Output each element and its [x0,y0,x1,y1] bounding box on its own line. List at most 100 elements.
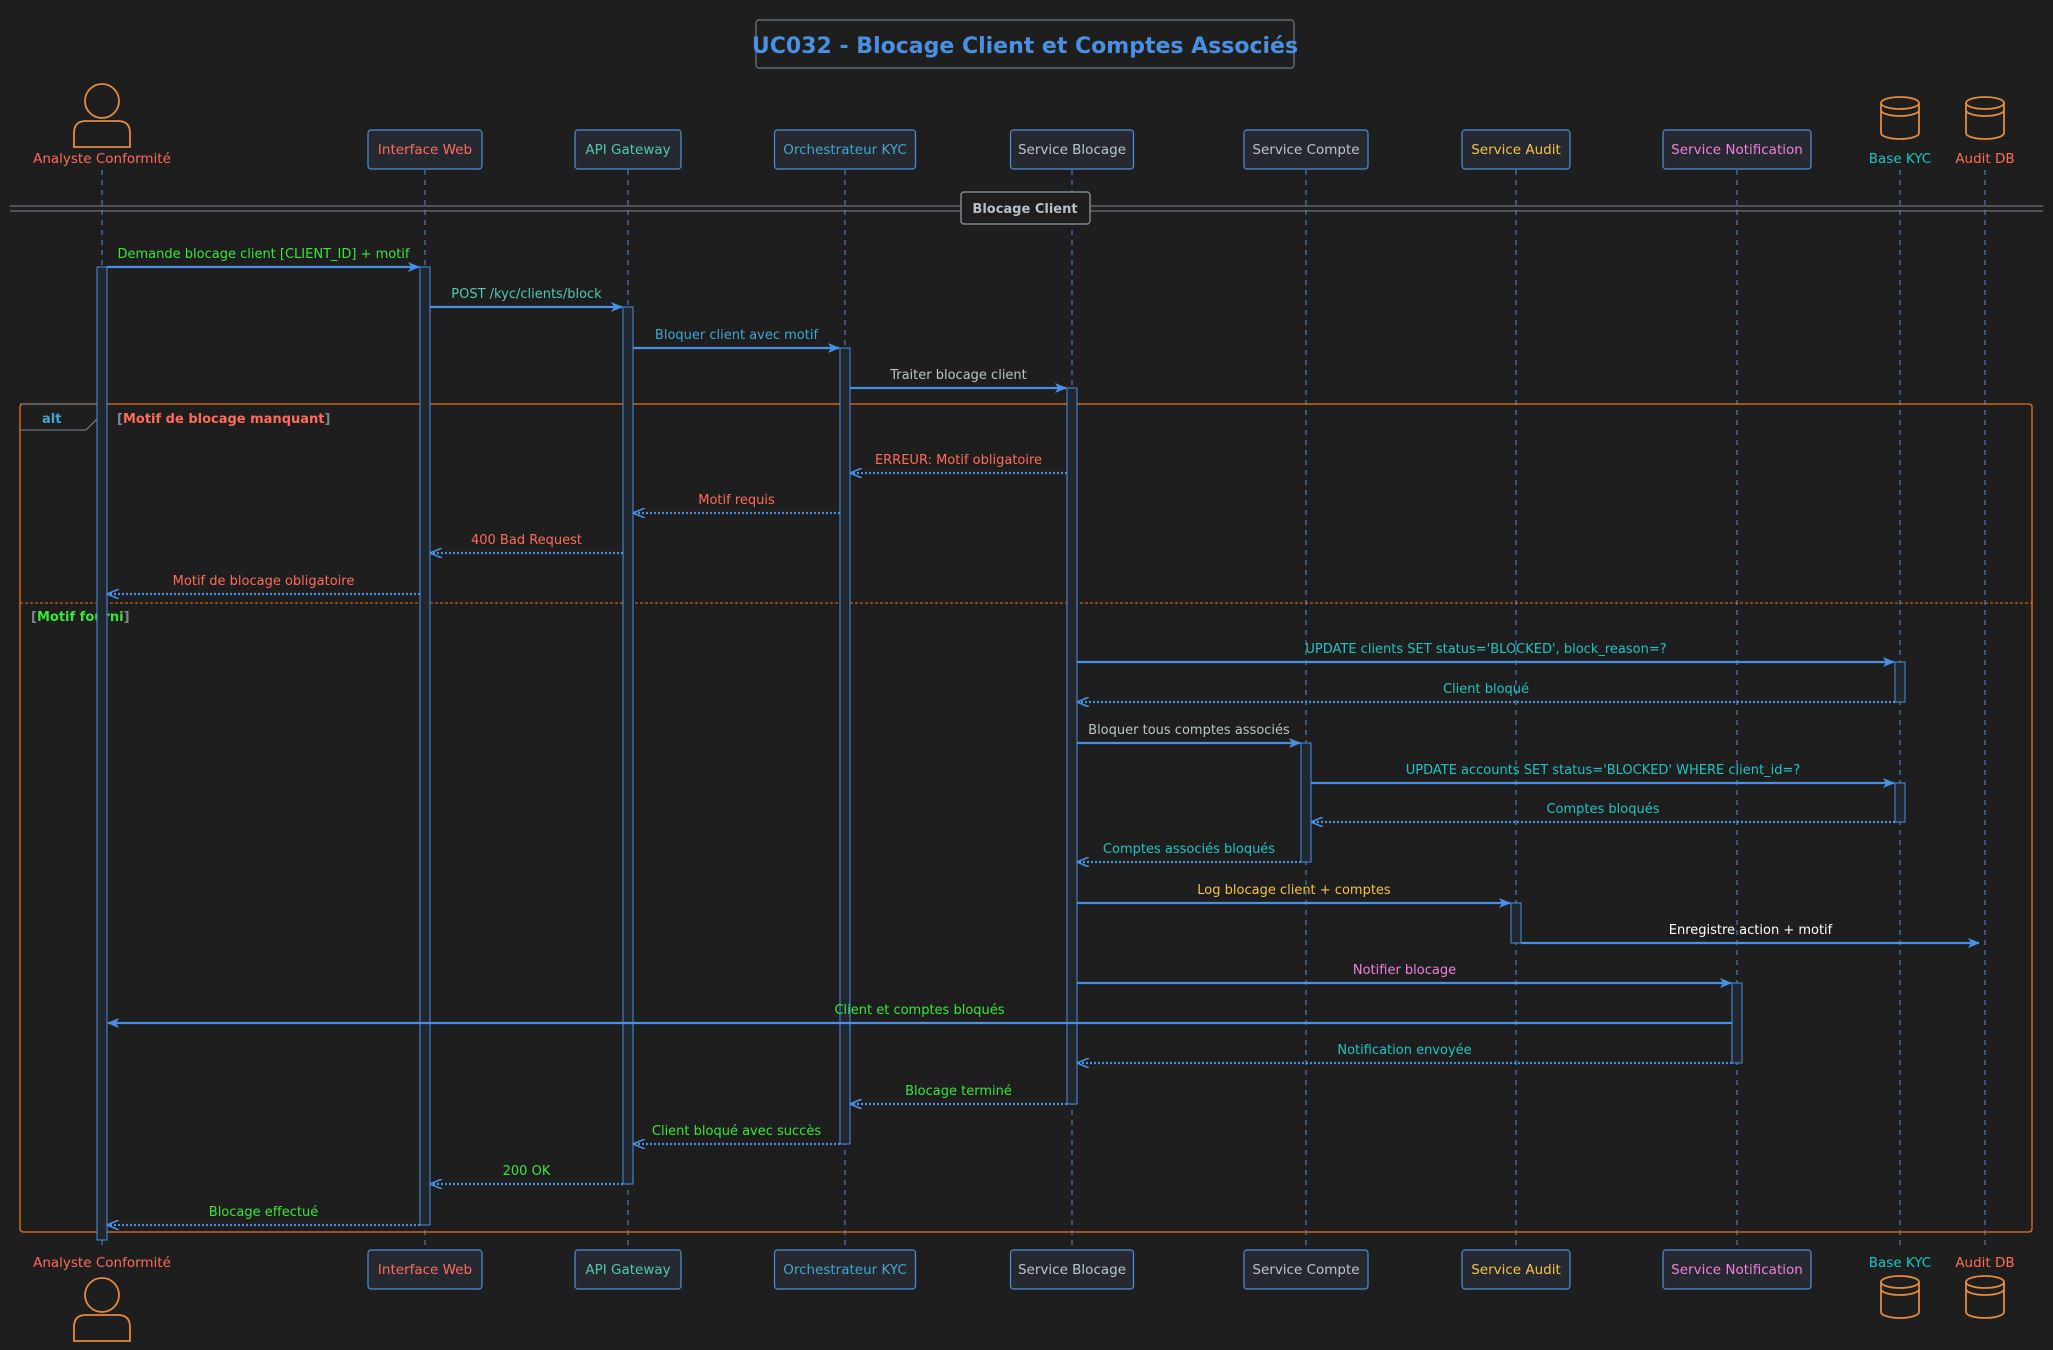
message-label: POST /kyc/clients/block [451,287,602,302]
participant-orchestrateur-kyc-bottom: Orchestrateur KYC [773,1249,917,1290]
message-22: 200 OK [431,1164,623,1184]
message-14: Comptes associés bloqués [1078,842,1301,862]
message-16: Enregistre action + motif [1521,923,1980,948]
participant-label: Service Blocage [1018,142,1126,158]
activation-bar-interface-web [419,266,431,1226]
participant-label: Service Notification [1671,142,1803,158]
participant-box [1243,1249,1369,1290]
title-box [755,19,1295,69]
participant-box [773,129,917,170]
participant-label: Interface Web [378,1262,472,1278]
message-label: 400 Bad Request [471,533,582,548]
alt-guard-provided: [Motif fourni] [31,610,130,625]
message-3: Bloquer client avec motif [633,328,840,353]
message-6: Motif requis [634,493,840,513]
participant-box [1009,1249,1135,1290]
message-label: UPDATE clients SET status='BLOCKED', blo… [1305,642,1666,657]
participant-service-blocage-bottom: Service Blocage [1009,1249,1135,1290]
participant-box [1243,129,1369,170]
participant-label: API Gateway [585,1262,670,1278]
message-label: Client bloqué [1443,682,1529,697]
activation-bar-service-notification [1731,982,1743,1064]
participant-interface-web-top: Interface Web [367,129,483,170]
user-icon [73,1277,131,1342]
message-21: Client bloqué avec succès [634,1124,840,1144]
database-icon [1880,1275,1920,1319]
message-19: Notification envoyée [1078,1043,1732,1063]
section-divider: Blocage Client [10,191,2043,225]
participant-service-audit-bottom: Service Audit [1461,1249,1571,1290]
message-label: UPDATE accounts SET status='BLOCKED' WHE… [1406,763,1801,778]
message-label: Comptes associés bloqués [1103,842,1275,857]
activation-bar-service-blocage [1066,387,1078,1105]
participant-label: Orchestrateur KYC [783,142,907,158]
message-18: Client et comptes bloqués [107,1003,1732,1028]
participant-label: Base KYC [1869,1255,1931,1271]
message-15: Log blocage client + comptes [1077,883,1511,908]
participant-audit-db-top: Audit DB [1955,96,2015,167]
message-23: Blocage effectué [108,1205,420,1225]
participant-label: Service Blocage [1018,1262,1126,1278]
message-label: Motif requis [698,493,775,508]
participant-label: Audit DB [1955,1255,2014,1271]
participant-service-compte-top: Service Compte [1243,129,1369,170]
message-label: Client bloqué avec succès [652,1124,821,1139]
activation-bar-base-kyc [1894,782,1906,823]
database-icon [1965,1275,2005,1319]
message-1: Demande blocage client [CLIENT_ID] + mot… [107,247,420,272]
participant-analyste-conformite-bottom: Analyste Conformité [33,1255,171,1342]
participant-box [574,129,682,170]
participant-label: Orchestrateur KYC [783,1262,907,1278]
message-12: UPDATE accounts SET status='BLOCKED' WHE… [1311,763,1895,788]
participant-label: Audit DB [1955,151,2014,167]
participant-box [1009,129,1135,170]
message-11: Bloquer tous comptes associés [1077,723,1301,748]
message-label: 200 OK [503,1164,551,1179]
participant-box [574,1249,682,1290]
participant-label: Service Compte [1252,1262,1359,1278]
activation-bar-service-audit [1510,902,1522,944]
alt-guard-missing: [Motif de blocage manquant] [117,412,330,427]
message-label: Client et comptes bloqués [834,1003,1004,1018]
message-label: Traiter blocage client [889,368,1027,383]
message-13: Comptes bloqués [1312,802,1895,822]
participant-box [1461,1249,1571,1290]
message-label: Comptes bloqués [1546,802,1659,817]
message-9: UPDATE clients SET status='BLOCKED', blo… [1077,642,1895,667]
messages: Demande blocage client [CLIENT_ID] + mot… [107,247,1980,1225]
alt-frame: alt [Motif de blocage manquant] [Motif f… [19,403,2033,1233]
participant-service-audit-top: Service Audit [1461,129,1571,170]
participant-api-gateway-bottom: API Gateway [574,1249,682,1290]
message-label: Notifier blocage [1353,963,1456,978]
participant-audit-db-bottom: Audit DB [1955,1255,2015,1319]
database-icon [1965,96,2005,140]
divider-label: Blocage Client [972,202,1077,217]
participant-service-notification-bottom: Service Notification [1662,1249,1812,1290]
participant-interface-web-bottom: Interface Web [367,1249,483,1290]
message-label: ERREUR: Motif obligatoire [875,453,1042,468]
participant-box [1461,129,1571,170]
message-label: Blocage effectué [209,1205,318,1220]
participant-label: API Gateway [585,142,670,158]
message-label: Notification envoyée [1337,1043,1471,1058]
user-icon [73,83,131,148]
database-icon [1880,96,1920,140]
activation-bar-analyste-conformite [96,266,108,1241]
participant-label: Analyste Conformité [33,1255,171,1271]
activation-bar-api-gateway [622,306,634,1185]
message-10: Client bloqué [1078,682,1895,702]
activation-bar-base-kyc [1894,661,1906,703]
alt-guard-missing-label: Motif de blocage manquant [123,412,325,427]
message-label: Demande blocage client [CLIENT_ID] + mot… [118,247,410,262]
activation-bar-service-compte [1300,742,1312,863]
lifelines [101,170,1986,1250]
participant-base-kyc-bottom: Base KYC [1869,1255,1931,1319]
message-17: Notifier blocage [1077,963,1732,988]
message-8: Motif de blocage obligatoire [108,574,420,594]
participant-service-compte-bottom: Service Compte [1243,1249,1369,1290]
message-label: Bloquer client avec motif [655,328,819,343]
participant-box [1662,1249,1812,1290]
participant-label: Analyste Conformité [33,151,171,167]
diagram-title: UC032 - Blocage Client et Comptes Associ… [752,34,1298,59]
